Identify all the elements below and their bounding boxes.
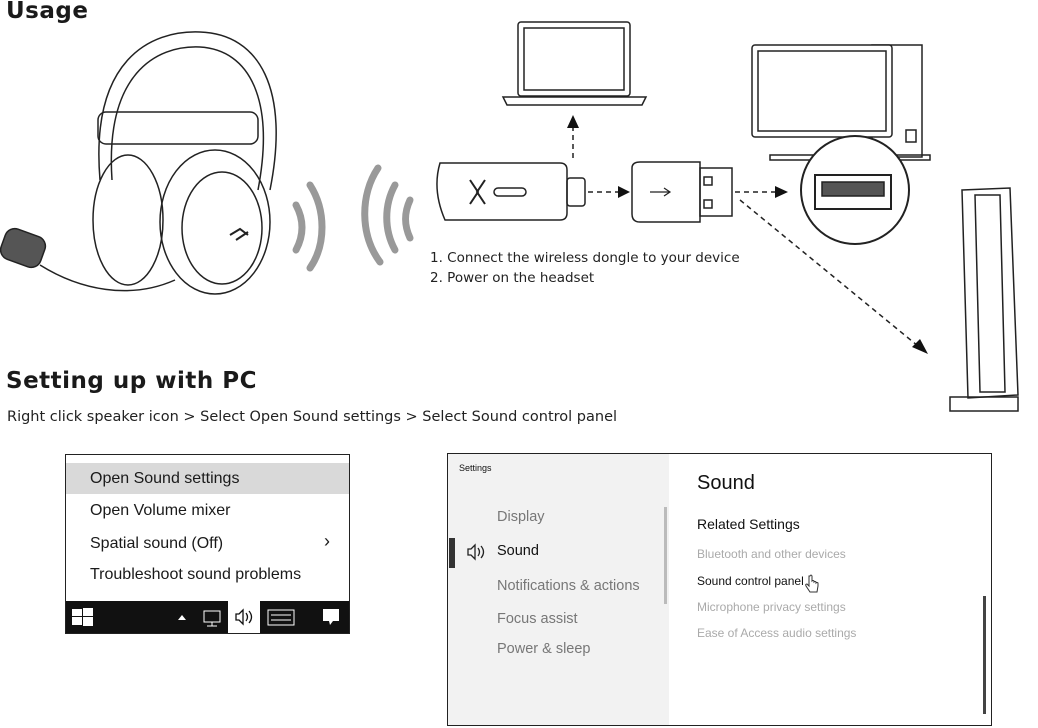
headset-illustration [0, 31, 277, 295]
console-illustration [949, 187, 1019, 412]
usage-illustration [0, 21, 1019, 412]
usage-step: 1. Connect the wireless dongle to your d… [430, 250, 740, 266]
settings-window: Settings Display Sound Notifications & a… [447, 453, 992, 726]
hand-cursor-icon [805, 574, 819, 593]
window-title: Settings [459, 463, 492, 473]
menu-item-open-sound-settings[interactable]: Open Sound settings [66, 463, 349, 494]
selected-indicator [449, 538, 455, 568]
keyboard-icon [267, 609, 295, 626]
link-microphone-privacy[interactable]: Microphone privacy settings [697, 600, 846, 614]
usb-adapter-illustration [631, 161, 733, 223]
menu-item-troubleshoot[interactable]: Troubleshoot sound problems [90, 566, 302, 583]
pc-instruction: Right click speaker icon > Select Open S… [7, 409, 618, 425]
settings-nav-pane: Settings Display Sound Notifications & a… [448, 454, 669, 725]
tray-expand-icon [178, 615, 186, 620]
speaker-context-menu: Open Sound settings Open Volume mixer Sp… [65, 454, 350, 634]
content-scrollbar[interactable] [983, 596, 986, 714]
link-sound-control-panel[interactable]: Sound control panel [697, 574, 804, 588]
speaker-icon [235, 608, 253, 626]
nav-sound[interactable]: Sound [497, 543, 539, 559]
nav-focus-assist[interactable]: Focus assist [497, 611, 578, 627]
link-ease-of-access-audio[interactable]: Ease of Access audio settings [697, 626, 857, 640]
speaker-icon-highlight [228, 601, 260, 633]
usage-step: 2. Power on the headset [430, 270, 595, 286]
chevron-right-icon: › [324, 531, 330, 551]
dongle-illustration [436, 162, 586, 221]
nav-scrollbar[interactable] [664, 507, 667, 604]
action-center-icon [323, 609, 339, 625]
connection-arrows [572, 125, 919, 347]
link-bluetooth[interactable]: Bluetooth and other devices [697, 547, 846, 561]
related-settings-heading: Related Settings [697, 516, 800, 532]
wireless-waves-icon [292, 164, 414, 272]
menu-item-open-volume-mixer[interactable]: Open Volume mixer [90, 502, 231, 519]
taskbar [66, 601, 349, 633]
usage-title: Usage [6, 0, 89, 24]
page-title: Sound [697, 472, 755, 494]
arrow-heads [567, 115, 928, 354]
nav-display[interactable]: Display [497, 509, 545, 525]
windows-start-icon[interactable] [72, 608, 93, 626]
speaker-icon [467, 543, 485, 561]
network-icon [203, 610, 221, 627]
menu-item-spatial-sound[interactable]: Spatial sound (Off) [90, 535, 224, 552]
pc-setup-title: Setting up with PC [6, 368, 257, 394]
nav-notifications[interactable]: Notifications & actions [497, 578, 640, 594]
pc-illustration [751, 44, 931, 245]
laptop-illustration [501, 21, 648, 106]
nav-power-sleep[interactable]: Power & sleep [497, 641, 591, 657]
